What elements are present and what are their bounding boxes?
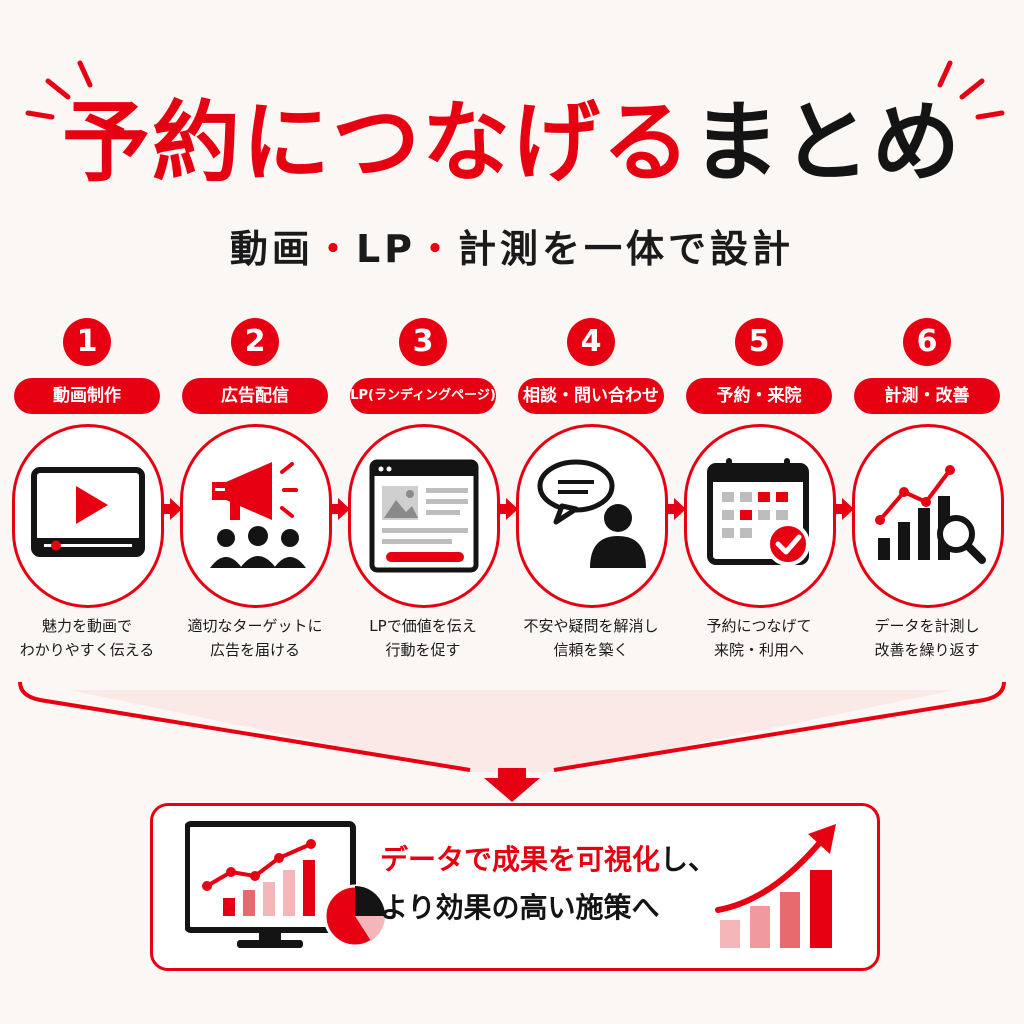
calendar-check-icon — [707, 458, 810, 566]
title-black-part: まとめ — [692, 91, 963, 194]
result-text-line2: より効果の高い施策へ — [380, 891, 660, 924]
subtitle-separator: ・ — [313, 227, 356, 271]
step-arrow-icon — [330, 498, 350, 520]
step-description: データを計測し 改善を繰り返す — [874, 617, 980, 659]
monitor-chart-icon — [185, 821, 385, 948]
step-icon-frame — [852, 424, 1004, 608]
growth-chart-icon — [715, 824, 836, 948]
step-description: 不安や疑問を解消し 信頼を築く — [523, 617, 659, 659]
step-icon-frame — [684, 424, 836, 608]
step-arrow-icon — [162, 498, 182, 520]
step-icon-frame — [516, 424, 668, 608]
step-icon-frame — [180, 424, 332, 608]
step-number: 1 — [63, 318, 111, 366]
step-icon-frame — [348, 424, 500, 608]
step-description: 魅力を動画で わかりやすく伝える — [19, 617, 155, 659]
subtitle-separator: ・ — [416, 227, 459, 271]
subtitle-part-measure: 計測を一体で設計 — [458, 227, 795, 271]
step-number: 5 — [735, 318, 783, 366]
step-label: 相談・問い合わせ — [518, 378, 664, 414]
page-subtitle: 動画・LP・計測を一体で設計 — [0, 222, 1024, 276]
down-arrow-icon — [484, 768, 540, 802]
step-label: LP(ランディングページ) — [350, 378, 496, 414]
result-text-line1: データで成果を可視化し、 — [380, 840, 716, 880]
result-highlight: データで成果を可視化 — [380, 843, 661, 876]
step-number: 3 — [399, 318, 447, 366]
chat-person-icon — [537, 459, 646, 568]
webpage-icon — [369, 459, 479, 573]
result-suffix: し、 — [660, 843, 717, 876]
page-title: 予約につなげるまとめ — [0, 78, 1024, 208]
step-icon-frame — [12, 424, 164, 608]
step-number: 6 — [903, 318, 951, 366]
step-label: 計測・改善 — [854, 378, 1000, 414]
converging-bracket — [18, 681, 1006, 802]
subtitle-part-lp: LP — [355, 227, 417, 271]
step-description: LPで価値を伝え 行動を促す — [369, 617, 477, 659]
step-description: 適切なターゲットに 広告を届ける — [187, 617, 323, 659]
title-burst-left — [25, 60, 93, 120]
step-arrow-icon — [666, 498, 686, 520]
step-arrow-icon — [834, 498, 854, 520]
step-label: 動画制作 — [14, 378, 160, 414]
analytics-magnifier-icon — [875, 465, 986, 564]
step-number: 4 — [567, 318, 615, 366]
step-label: 広告配信 — [182, 378, 328, 414]
video-player-icon — [31, 467, 145, 557]
step-number: 2 — [231, 318, 279, 366]
step-description: 予約につなげて 来院・利用へ — [706, 617, 812, 659]
step-label: 予約・来院 — [686, 378, 832, 414]
title-burst-right — [937, 60, 1005, 120]
title-red-part: 予約につなげる — [61, 91, 692, 194]
megaphone-audience-icon — [210, 462, 306, 568]
subtitle-part-video: 動画 — [229, 227, 314, 271]
step-arrow-icon — [498, 498, 518, 520]
